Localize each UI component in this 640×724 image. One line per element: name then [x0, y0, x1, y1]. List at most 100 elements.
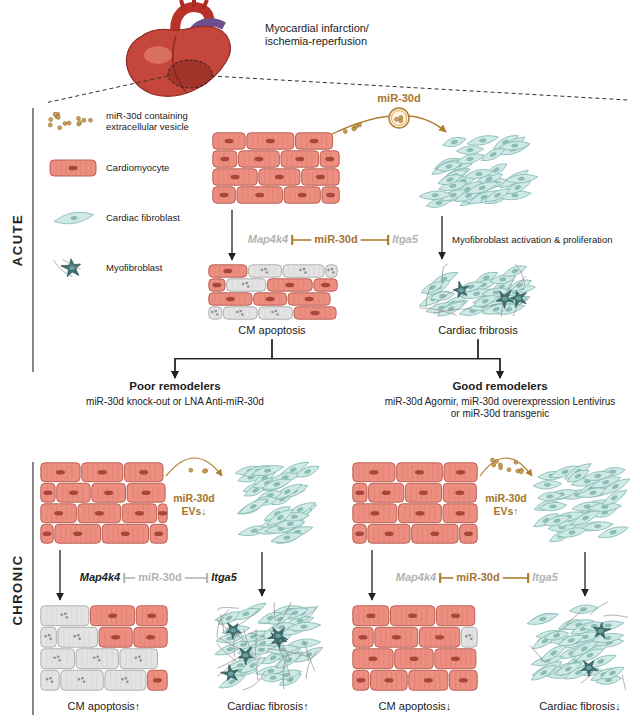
illustration-part: [408, 613, 417, 618]
illustration-part: [254, 293, 287, 305]
illustration-part: [272, 189, 273, 201]
illustration-part: [358, 608, 359, 624]
illustration-part: [409, 670, 448, 690]
illustration-part: [261, 672, 286, 682]
section-label: ACUTE: [10, 214, 26, 266]
gene-label: Itga5: [532, 571, 558, 584]
illustration-part: [212, 283, 221, 288]
illustration-part: [295, 157, 304, 162]
section-label: CHRONIC: [10, 554, 26, 625]
illustration-part: [538, 501, 567, 512]
illustration-part: [304, 271, 307, 274]
illustration-part: [303, 281, 304, 289]
illustration-part: [415, 511, 424, 516]
illustration-part: [294, 295, 295, 303]
illustration-part: [435, 159, 462, 173]
illustration-part: [381, 672, 382, 688]
illustration-part: [363, 465, 364, 480]
illustration-part: [422, 526, 423, 541]
illustration-part: [325, 309, 326, 317]
illustration-part: [46, 678, 49, 681]
illustration-part: [125, 677, 128, 680]
illustration-part: [289, 267, 290, 275]
illustration-part: [586, 652, 594, 658]
illustration-part: [353, 463, 395, 482]
legend-item: Cardiomyocyte: [106, 162, 206, 173]
illustration-part: [412, 465, 413, 480]
illustration-part: [96, 672, 97, 688]
illustration-part: [598, 629, 604, 633]
illustration-part: [371, 670, 408, 690]
illustration-part: [311, 311, 320, 316]
illustration-part: [478, 185, 486, 191]
gene-label: Map4k4: [80, 571, 120, 584]
illustration-part: [110, 672, 111, 688]
illustration-part: [289, 171, 290, 183]
illustration-part: [363, 608, 364, 624]
illustration-part: [43, 531, 52, 536]
illustration-part: [82, 463, 123, 482]
illustration-part: [473, 291, 481, 297]
illustration-part: [375, 627, 418, 647]
illustration-part: [320, 151, 339, 167]
illustration-part: [259, 169, 300, 185]
illustration-part: [243, 653, 249, 657]
illustration-part: [213, 151, 237, 167]
illustration-part: [158, 485, 159, 500]
illustration-part: [265, 506, 296, 529]
illustration-part: [81, 162, 82, 174]
illustration-part: [94, 506, 95, 521]
illustration-part: [358, 651, 359, 667]
illustration-part: [307, 171, 308, 183]
illustration-part: [436, 606, 474, 626]
illustration-part: [61, 651, 62, 667]
illustration-part: [526, 610, 560, 628]
illustration-part: [96, 655, 99, 658]
illustration-part: [288, 293, 330, 305]
illustration-part: [261, 476, 292, 492]
illustration-part: [419, 490, 428, 495]
illustration-part: [436, 606, 474, 626]
cardiomyocyte-cluster: [353, 463, 477, 543]
outcome-box: Cardiac fibrosis↓: [525, 700, 635, 713]
illustration-part: [285, 283, 294, 288]
illustration-part: [57, 483, 90, 502]
illustration-part: [426, 285, 432, 307]
illustration-part: [150, 524, 167, 543]
illustration-part: [269, 267, 270, 275]
illustration-part: [145, 651, 146, 667]
illustration-part: [431, 485, 432, 500]
illustration-part: [56, 162, 57, 174]
illustration-part: [405, 483, 441, 502]
illustration-part: [158, 504, 167, 523]
legend-item: Myofibroblast: [106, 262, 206, 273]
illustration-part: [44, 635, 47, 638]
illustration-part: [368, 506, 369, 521]
illustration-part: [89, 506, 90, 521]
illustration-part: [303, 640, 308, 661]
illustration-part: [290, 189, 291, 201]
illustration-part: [242, 611, 250, 617]
illustration-part: [249, 662, 257, 669]
illustration-part: [45, 76, 168, 103]
illustration-part: [383, 465, 384, 480]
illustration-part: [220, 614, 223, 633]
mirna-label: miR-30d: [138, 571, 181, 584]
illustration-part: [134, 627, 167, 647]
illustration-part: [71, 506, 72, 521]
illustration-part: [445, 164, 453, 170]
illustration-part: [139, 629, 140, 645]
legend-item: Cardiac fibroblast: [106, 212, 206, 223]
illustration-part: [223, 135, 224, 147]
illustration-part: [376, 672, 377, 688]
illustration-part: [57, 483, 90, 502]
illustration-part: [274, 267, 275, 275]
illustration-part: [553, 659, 583, 679]
illustration-part: [136, 606, 167, 626]
illustration-part: [378, 608, 379, 624]
illustration-part: [301, 135, 302, 147]
illustration-part: [239, 310, 242, 313]
illustration-part: [261, 552, 262, 596]
illustration-part: [353, 670, 369, 690]
